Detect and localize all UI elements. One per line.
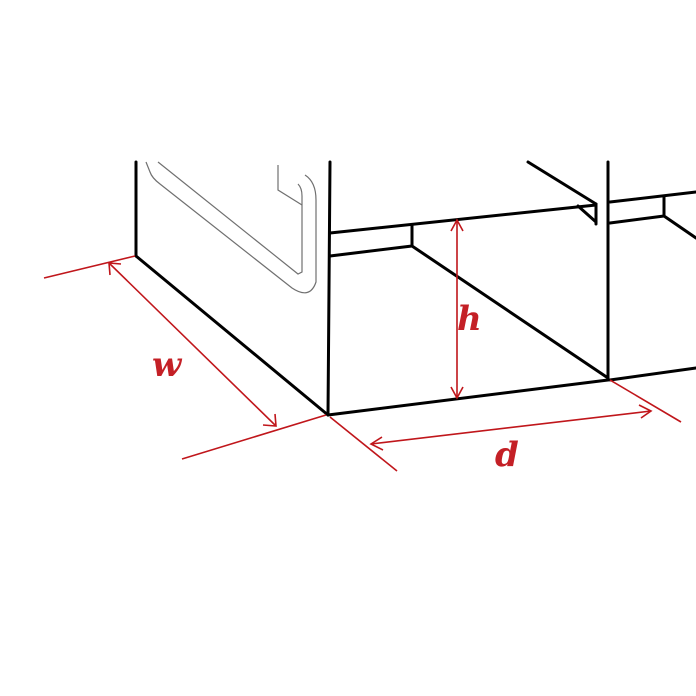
appliance-body [134,160,332,417]
recess-outline [326,160,696,417]
width-label: w [152,345,183,385]
dimension-lines [43,218,682,472]
height-label: h [457,299,482,339]
door-handle [145,161,317,294]
depth-label: d [495,435,519,475]
